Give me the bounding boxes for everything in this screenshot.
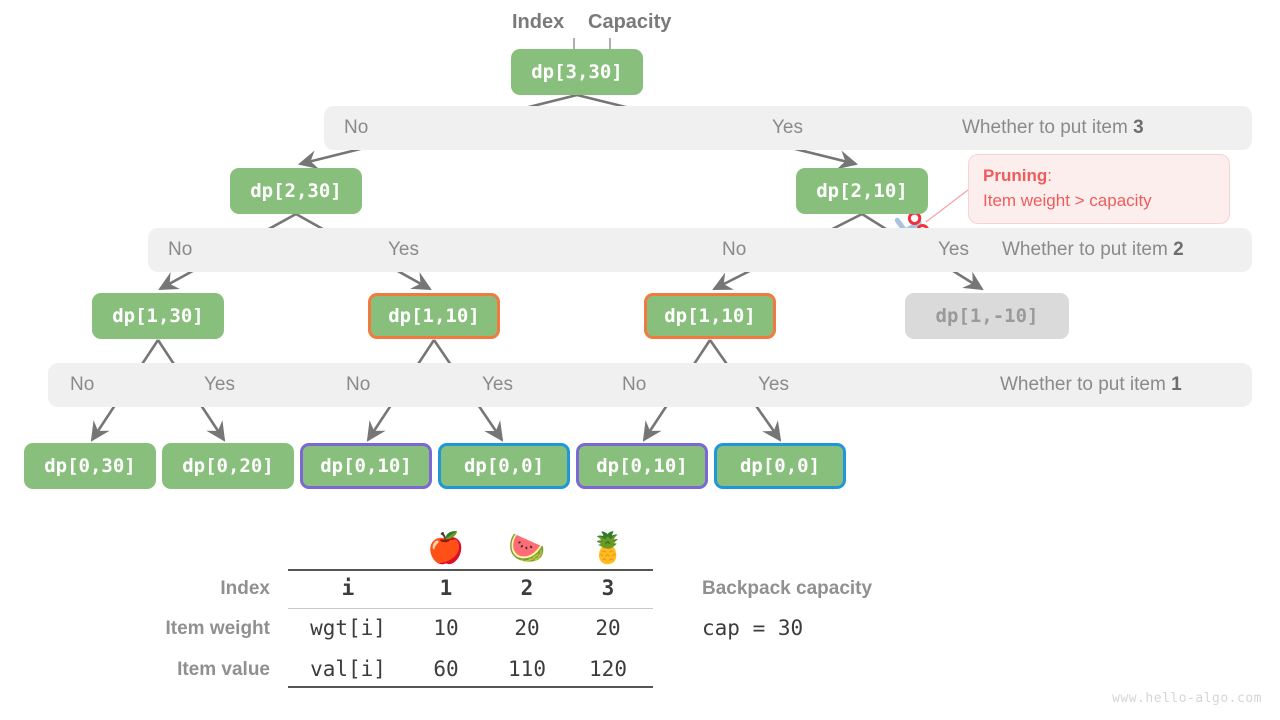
row-label-index: Index: [220, 578, 270, 599]
node-dp-3-30[interactable]: dp[3,30]: [511, 49, 643, 95]
apple-icon: 🍎: [427, 532, 465, 565]
band1-no-3-label: No: [622, 374, 647, 395]
cell-val-1: 60: [433, 657, 459, 681]
band2-no-right-label: No: [722, 239, 747, 260]
band1-no-2-label: No: [346, 374, 371, 395]
band3-question: Whether to put item 3: [962, 117, 1144, 139]
band2-yes-right-label: Yes: [938, 239, 969, 260]
node-dp-1-30[interactable]: dp[1,30]: [92, 293, 224, 339]
cell-index-3: 3: [601, 576, 615, 600]
band1-no-1-label: No: [70, 374, 95, 395]
leaf-dp-0-20[interactable]: dp[0,20]: [162, 443, 294, 489]
pruning-reason: Item weight > capacity: [983, 190, 1152, 210]
backpack-capacity-code: cap = 30: [702, 616, 804, 640]
cell-wgt-3: 20: [595, 616, 621, 640]
band-item-2: [148, 228, 1252, 272]
table-rule-mid: [288, 608, 653, 609]
cell-key-val: val[i]: [310, 657, 386, 681]
leaf-dp-0-10-a[interactable]: dp[0,10]: [300, 443, 432, 489]
node-dp-1-10-a[interactable]: dp[1,10]: [368, 293, 500, 339]
callout-leader: [925, 189, 969, 223]
band3-question-prefix: Whether to put item: [962, 117, 1134, 138]
pruning-title-line: Pruning:: [983, 164, 1215, 189]
row-label-item-value: Item value: [177, 659, 270, 680]
band2-question-prefix: Whether to put item: [1002, 239, 1174, 260]
band2-no-left-label: No: [168, 239, 193, 260]
row-label-item-weight: Item weight: [165, 618, 270, 639]
table-rule-top: [288, 569, 653, 571]
node-dp-2-10[interactable]: dp[2,10]: [796, 168, 928, 214]
cell-key-i: i: [341, 576, 355, 600]
node-dp-1-neg10[interactable]: dp[1,-10]: [905, 293, 1069, 339]
cell-val-3: 120: [589, 657, 627, 681]
pineapple-icon: 🍍: [589, 532, 627, 565]
band3-yes-label: Yes: [772, 117, 803, 138]
leaf-dp-0-10-b[interactable]: dp[0,10]: [576, 443, 708, 489]
band-item-3: [324, 106, 1252, 150]
cell-wgt-2: 20: [514, 616, 540, 640]
band1-question-item: 1: [1171, 374, 1182, 395]
pruning-callout: Pruning: Item weight > capacity: [968, 154, 1230, 224]
capacity-header-label: Capacity: [588, 11, 672, 33]
pruning-colon: :: [1047, 166, 1052, 185]
band1-yes-1-label: Yes: [204, 374, 235, 395]
node-dp-2-30[interactable]: dp[2,30]: [230, 168, 362, 214]
band1-yes-3-label: Yes: [758, 374, 789, 395]
leaf-dp-0-30[interactable]: dp[0,30]: [24, 443, 156, 489]
cell-val-2: 110: [508, 657, 546, 681]
node-dp-1-10-b[interactable]: dp[1,10]: [644, 293, 776, 339]
cell-wgt-1: 10: [433, 616, 459, 640]
cell-index-1: 1: [439, 576, 453, 600]
table-rule-bottom: [288, 686, 653, 688]
backpack-capacity-title: Backpack capacity: [702, 578, 873, 599]
band3-question-item: 3: [1133, 117, 1144, 138]
watermelon-icon: 🍉: [508, 532, 546, 565]
band1-question-prefix: Whether to put item: [1000, 374, 1172, 395]
band2-question: Whether to put item 2: [1002, 239, 1184, 261]
pruning-title: Pruning: [983, 166, 1048, 185]
band2-yes-left-label: Yes: [388, 239, 419, 260]
cell-key-wgt: wgt[i]: [310, 616, 386, 640]
items-table: 🍎 🍉 🍍 Index i 1 2 3 Item weight wgt[i] 1…: [0, 520, 1280, 700]
band-item-1: [48, 363, 1252, 407]
cell-index-2: 2: [520, 576, 534, 600]
leaf-dp-0-0-b[interactable]: dp[0,0]: [714, 443, 846, 489]
index-header-label: Index: [512, 11, 565, 33]
band1-question: Whether to put item 1: [1000, 374, 1182, 396]
band2-question-item: 2: [1173, 239, 1184, 260]
watermark: www.hello-algo.com: [1112, 691, 1262, 706]
band1-yes-2-label: Yes: [482, 374, 513, 395]
band3-no-label: No: [344, 117, 369, 138]
leaf-dp-0-0-a[interactable]: dp[0,0]: [438, 443, 570, 489]
